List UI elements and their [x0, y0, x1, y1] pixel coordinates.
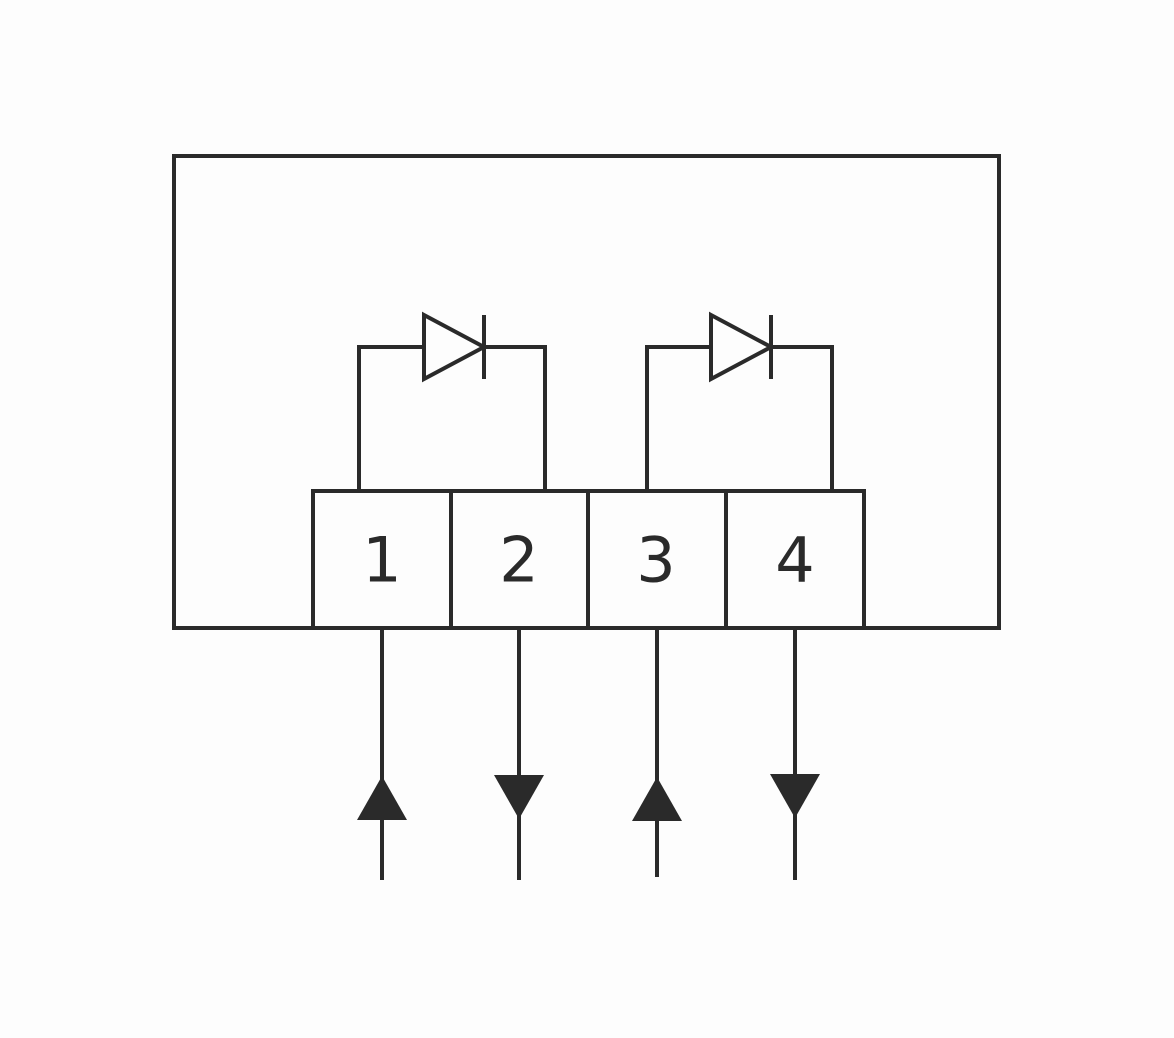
terminal-label-2: 2: [499, 524, 538, 597]
terminal-label-3: 3: [636, 524, 675, 597]
diode-1-symbol: [422, 311, 489, 383]
diode-1: [357, 311, 547, 491]
terminal-lead-2: [494, 630, 544, 880]
terminal-label-1: 1: [362, 524, 401, 597]
diode-1-wire-cathode: [484, 345, 547, 491]
arrow-up-icon: [632, 777, 682, 821]
diode-2-wire: [645, 345, 711, 491]
diode-1-wire: [357, 345, 424, 491]
terminal-lead-4: [770, 630, 820, 880]
diode-2-symbol: [709, 311, 776, 383]
terminal-lead-1: [357, 630, 407, 880]
arrow-up-icon: [357, 776, 407, 820]
arrow-down-icon: [494, 775, 544, 819]
diode-2-wire-cathode: [771, 345, 834, 491]
housing-outline: [172, 154, 1001, 630]
terminal-cell-4: [724, 489, 866, 630]
terminal-lead-3: [632, 630, 682, 877]
terminal-label-4: 4: [775, 524, 814, 597]
diode-2: [645, 311, 834, 491]
arrow-down-icon: [770, 774, 820, 818]
terminal-block: 1 2 3 4: [311, 489, 866, 630]
